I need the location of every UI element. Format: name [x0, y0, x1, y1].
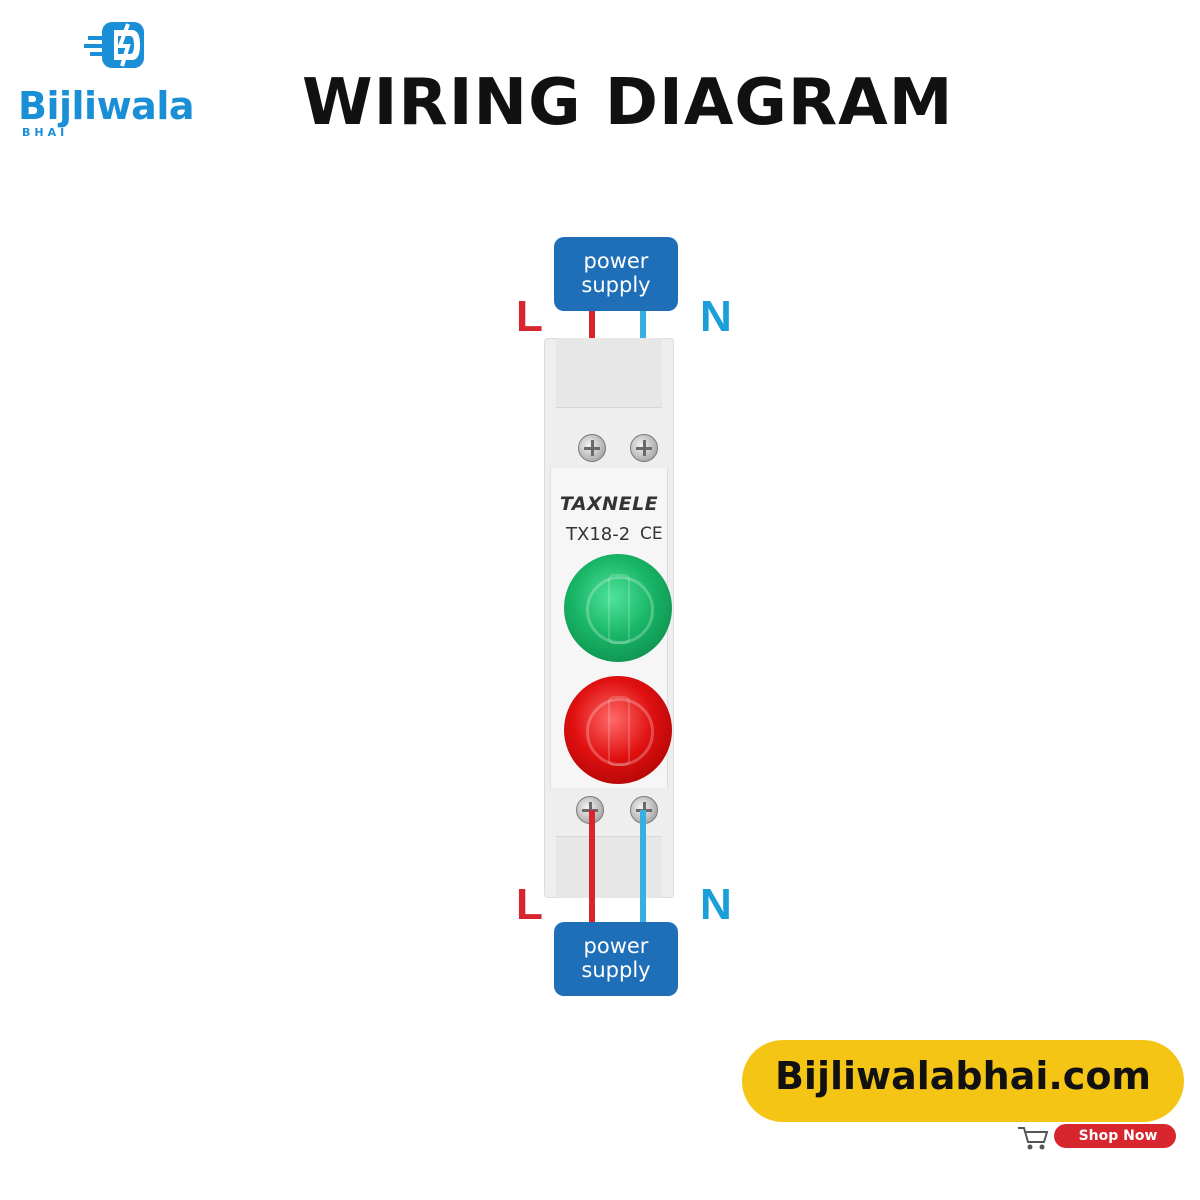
logo-subtext: BHAI — [22, 126, 69, 139]
green-indicator-lamp — [564, 554, 672, 662]
bottom-neutral-wire — [640, 810, 646, 924]
bottom-live-label: L — [516, 880, 543, 929]
shop-now-label[interactable]: Shop Now — [1054, 1124, 1176, 1148]
logo-bolt-icon — [84, 22, 144, 68]
red-indicator-lamp — [564, 676, 672, 784]
page-title: WIRING DIAGRAM — [302, 66, 954, 140]
top-neutral-label: N — [700, 292, 732, 341]
indicator-device: TAXNELE TX18-2 CE — [544, 338, 674, 898]
bottom-neutral-label: N — [700, 880, 732, 929]
top-live-screw — [578, 434, 606, 462]
device-brand: TAXNELE — [559, 493, 659, 515]
top-neutral-screw — [630, 434, 658, 462]
device-bottom-cap — [556, 836, 662, 898]
device-model: TX18-2 — [566, 524, 631, 545]
ce-mark: CE — [640, 524, 663, 544]
website-badge[interactable]: Bijliwalabhai.com — [742, 1040, 1184, 1122]
bottom-live-wire — [589, 810, 595, 924]
device-top-cap — [556, 338, 662, 408]
logo-wordmark: Bijliwala — [18, 84, 194, 128]
top-live-label: L — [516, 292, 543, 341]
brand-logo: Bijliwala BHAI — [14, 16, 224, 141]
cart-icon — [1018, 1127, 1049, 1150]
shop-now-button[interactable]: Shop Now — [1016, 1122, 1176, 1152]
website-link[interactable]: Bijliwalabhai.com — [774, 1054, 1152, 1098]
